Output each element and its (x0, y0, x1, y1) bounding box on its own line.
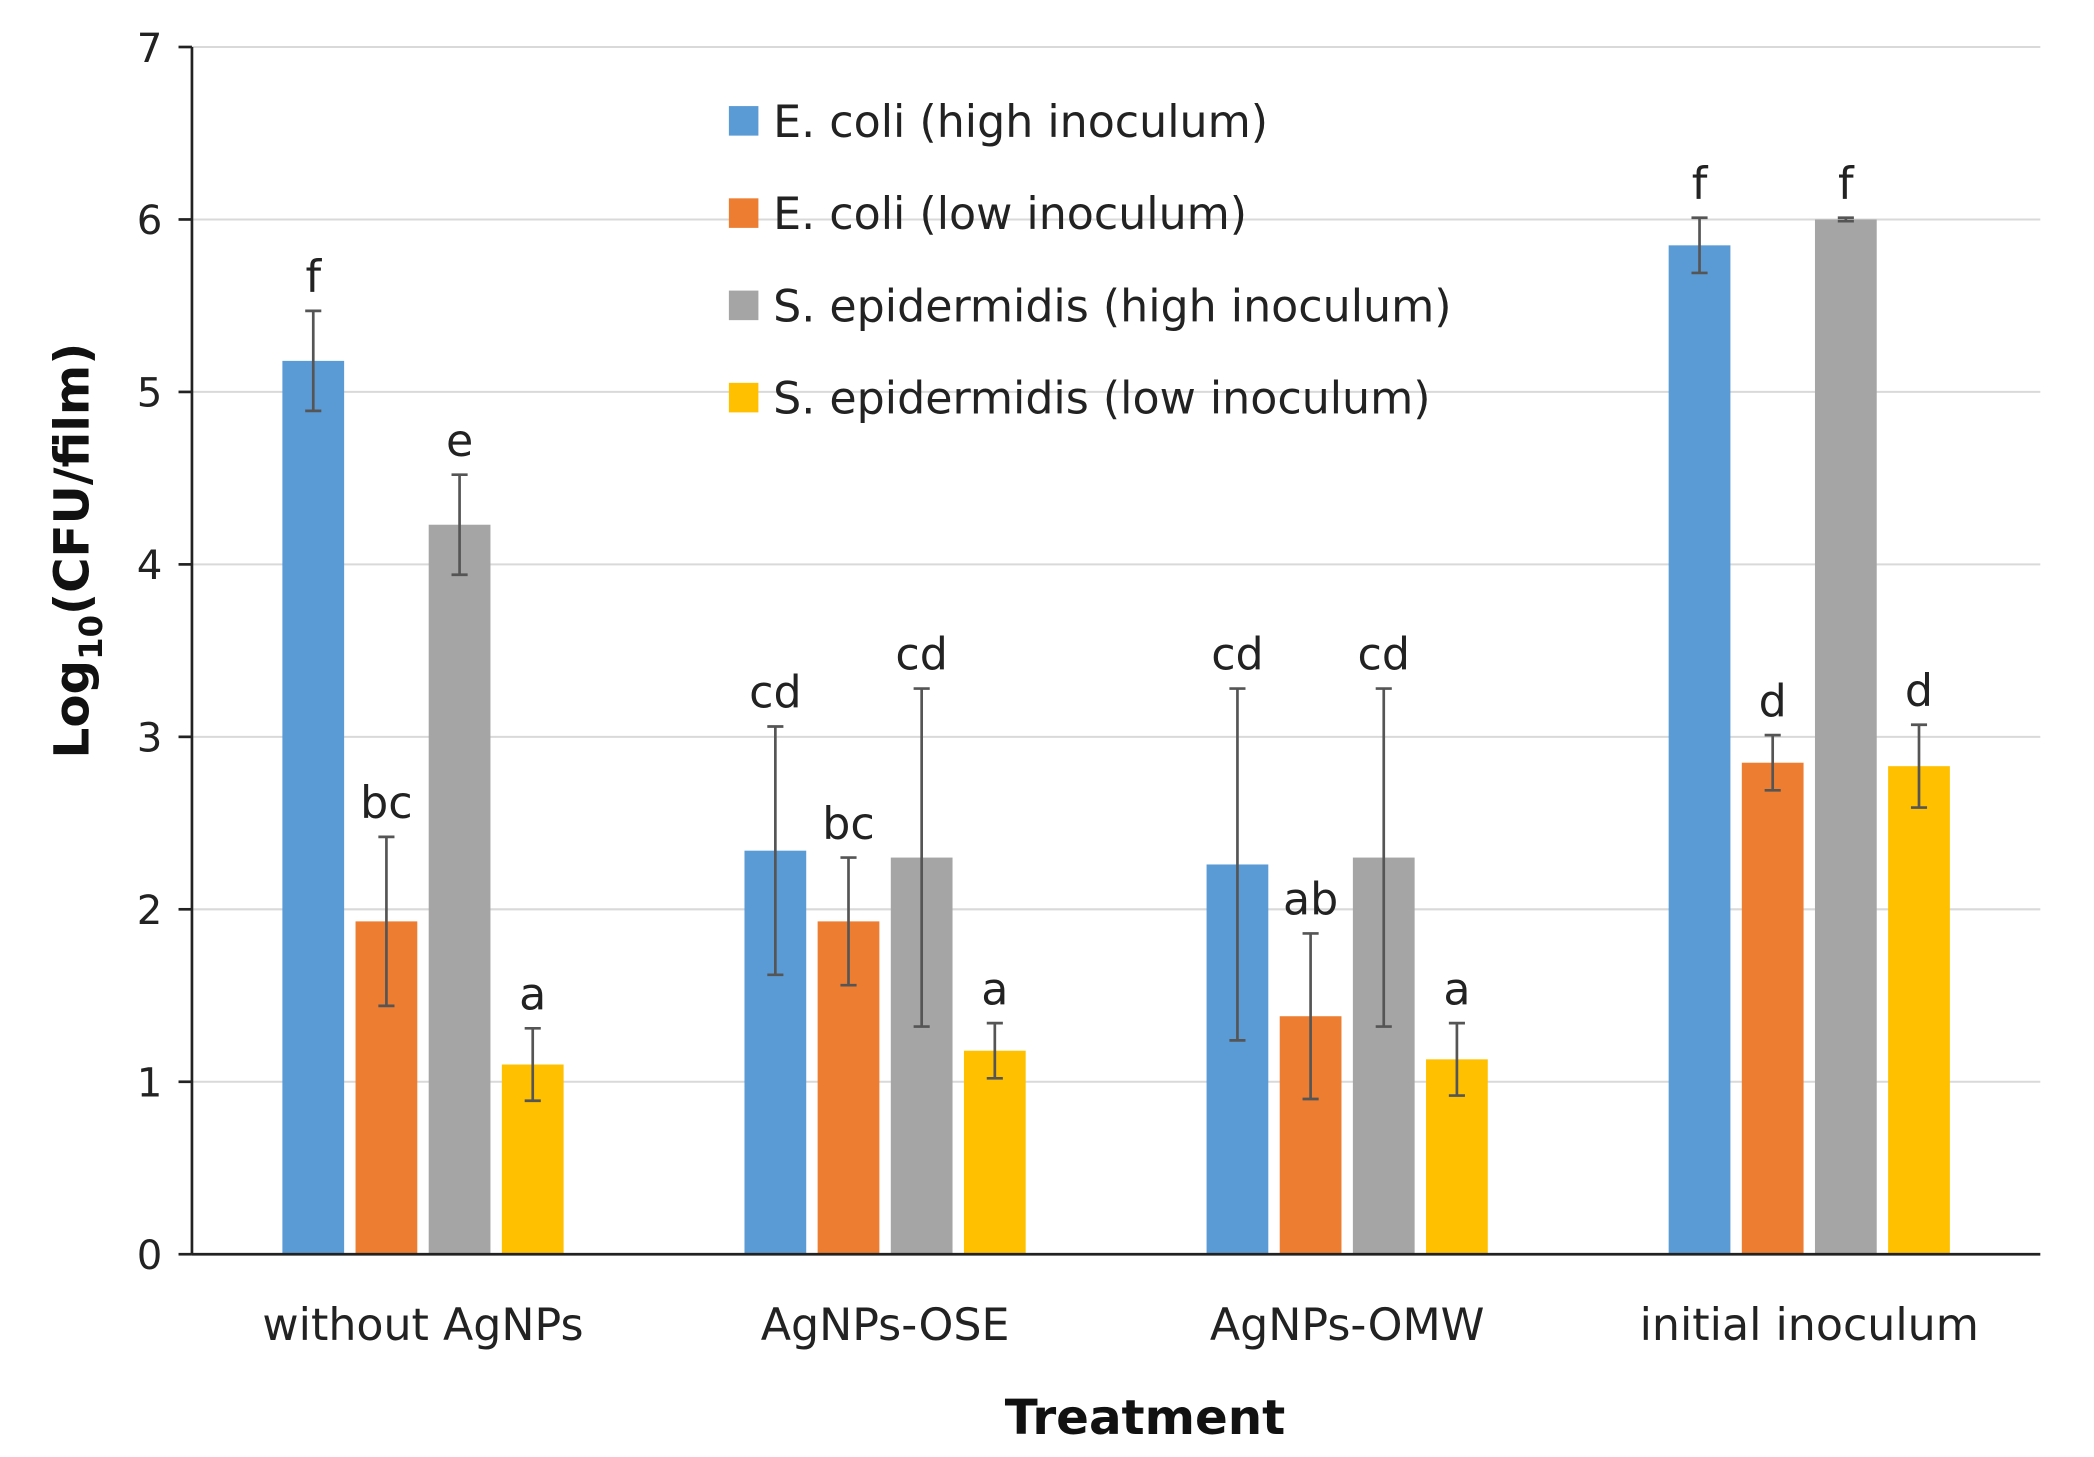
significance-letter: cd (749, 668, 801, 719)
x-tick-label: AgNPs-OSE (761, 1300, 1010, 1351)
x-tick-label: AgNPs-OMW (1210, 1300, 1485, 1351)
bar (963, 1050, 1026, 1255)
axes: 0 1 2 3 4 5 6 7 without AgNPs AgNPs-OSE AgNPs-OMW i… (137, 26, 2041, 1351)
y-tick-label: 4 (137, 543, 163, 589)
significance-letter: cd (1358, 630, 1410, 681)
y-axis-title-rest: (CFU/film) (45, 343, 101, 615)
y-tick-label: 7 (137, 26, 163, 72)
bar (282, 360, 345, 1255)
y-axis-title: Log10(CFU/film) (45, 343, 110, 759)
bars: f bc e a cd bc cd a cd ab cd a f d f d (282, 159, 1950, 1255)
legend-swatch (728, 198, 759, 228)
significance-letter: f (1692, 159, 1709, 210)
legend-swatch (728, 382, 759, 413)
bar (1814, 219, 1877, 1255)
significance-letter: ab (1283, 875, 1338, 926)
x-tick-label: without AgNPs (262, 1300, 583, 1351)
significance-letter: cd (895, 630, 947, 681)
significance-letter: f (1838, 159, 1855, 210)
significance-letter: cd (1211, 630, 1263, 681)
significance-letter: a (981, 964, 1008, 1015)
x-tick-label: initial inoculum (1640, 1300, 1979, 1351)
bar (1668, 245, 1731, 1255)
x-axis-title: Treatment (1005, 1390, 1286, 1446)
y-axis-title-sub: 10 (72, 615, 110, 660)
legend-swatch (728, 106, 759, 136)
significance-letter: bc (360, 778, 412, 829)
significance-letter: e (446, 416, 473, 467)
legend-label: S. epidermidis (low inoculum) (773, 374, 1430, 425)
y-tick-label: 0 (137, 1233, 163, 1279)
legend: E. coli (high inoculum) E. coli (low inoc… (728, 97, 1452, 425)
bar (1888, 766, 1950, 1255)
gridlines (191, 45, 2041, 1083)
bar (428, 524, 491, 1255)
y-tick-label: 1 (137, 1061, 163, 1107)
significance-letter: a (1443, 964, 1470, 1015)
bar (1741, 762, 1804, 1255)
significance-letter: f (305, 252, 322, 303)
significance-letter: d (1905, 666, 1933, 717)
significance-letter: a (519, 969, 546, 1020)
legend-label: E. coli (high inoculum) (773, 97, 1268, 148)
significance-letter: d (1759, 676, 1787, 727)
y-axis-title-main: Log (45, 660, 101, 759)
y-tick-label: 5 (137, 371, 163, 417)
y-tick-label: 2 (137, 888, 163, 934)
y-tick-label: 3 (137, 716, 163, 762)
y-tick-label: 6 (137, 198, 163, 244)
legend-swatch (728, 290, 759, 321)
legend-label: E. coli (low inoculum) (773, 189, 1247, 240)
significance-letter: bc (822, 799, 874, 850)
legend-label: S. epidermidis (high inoculum) (773, 281, 1451, 332)
